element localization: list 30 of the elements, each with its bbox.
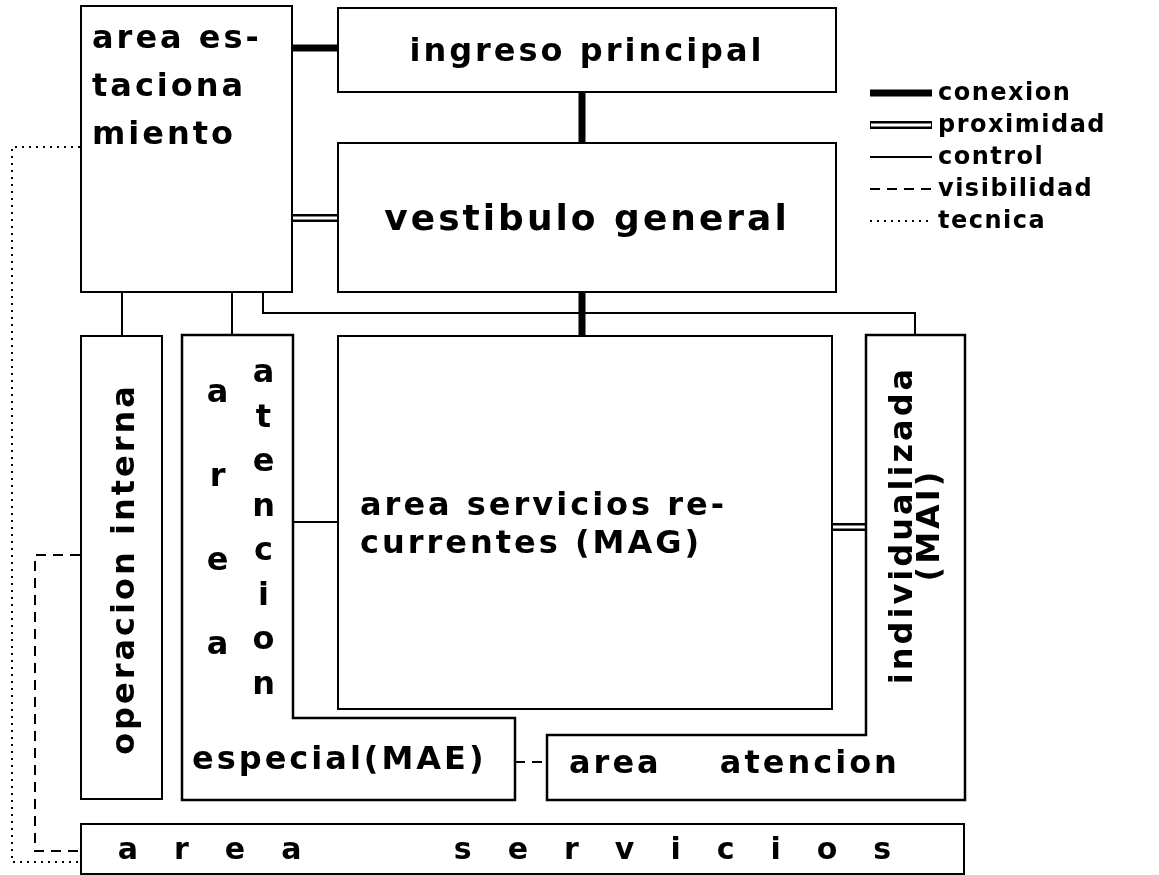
area-label: area servicios (117, 831, 928, 867)
proximity-line (833, 523, 866, 531)
area-box (337, 7, 837, 93)
visibility-line (34, 554, 81, 852)
area-label: area servicios re- currentes (MAG) (360, 484, 729, 561)
area-box (337, 335, 833, 710)
control-line (262, 292, 916, 336)
proximity-line (293, 214, 337, 222)
area-box (337, 142, 837, 293)
control-line (292, 521, 338, 523)
area-label: operacion interna (103, 382, 143, 757)
area-label: vestibulo general (384, 195, 790, 240)
control-line (231, 292, 233, 336)
area-box (80, 823, 965, 875)
legend-label: tecnica (938, 206, 1047, 234)
area-label: area es- taciona miento (92, 17, 263, 154)
area-label: individualizada (MAI) (887, 364, 943, 687)
legend-label: control (938, 142, 1045, 170)
legend-label: proximidad (938, 110, 1106, 138)
area-box (80, 5, 293, 293)
area-label: ingreso principal (409, 30, 765, 70)
legend-label: conexion (938, 78, 1072, 106)
area-box (80, 335, 163, 800)
legend-label: visibilidad (938, 174, 1094, 202)
control-line (121, 292, 123, 336)
area-label: atencion (252, 351, 276, 704)
area-label: especial(MAE) (192, 739, 487, 778)
area-label: area atencion (569, 743, 900, 782)
technical-line (11, 146, 81, 863)
area-label: area (206, 371, 230, 664)
